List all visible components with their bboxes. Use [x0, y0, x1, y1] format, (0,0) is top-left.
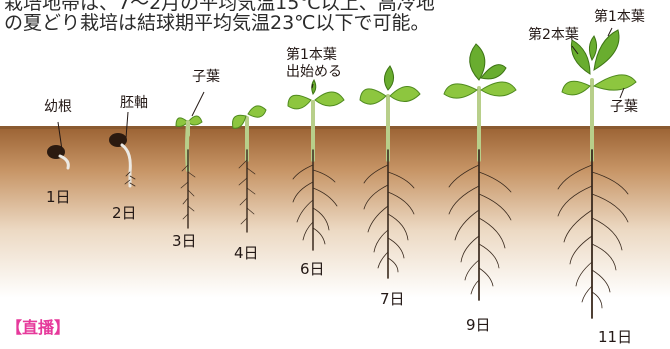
soil-surface-line — [0, 126, 670, 129]
label-first-leaf: 第1本葉 — [594, 10, 645, 24]
day-label-11: 11日 — [598, 330, 632, 345]
day-label-9: 9日 — [466, 318, 491, 333]
day-label-4: 4日 — [234, 246, 259, 261]
label-radicle: 幼根 — [44, 100, 72, 114]
header-line-2: の夏どり栽培は結球期平均気温23℃以下で可能。 — [4, 14, 430, 33]
label-first-leaf-start-1: 第1本葉 — [286, 48, 337, 62]
soil-band — [0, 128, 670, 298]
day-label-6: 6日 — [300, 262, 325, 277]
label-hypocotyl: 胚軸 — [120, 96, 148, 110]
label-first-leaf-start-2: 出始める — [286, 65, 342, 79]
label-cotyledon-day3: 子葉 — [192, 70, 220, 84]
label-second-leaf: 第2本葉 — [528, 28, 579, 42]
day-label-7: 7日 — [380, 292, 405, 307]
day-label-2: 2日 — [112, 206, 137, 221]
label-cotyledon-day11: 子葉 — [610, 100, 638, 114]
day-label-3: 3日 — [172, 234, 197, 249]
direct-seeding-tag: 【直播】 — [6, 320, 70, 336]
cotyledon-pointer-day3 — [192, 92, 204, 116]
day-label-1: 1日 — [46, 190, 71, 205]
